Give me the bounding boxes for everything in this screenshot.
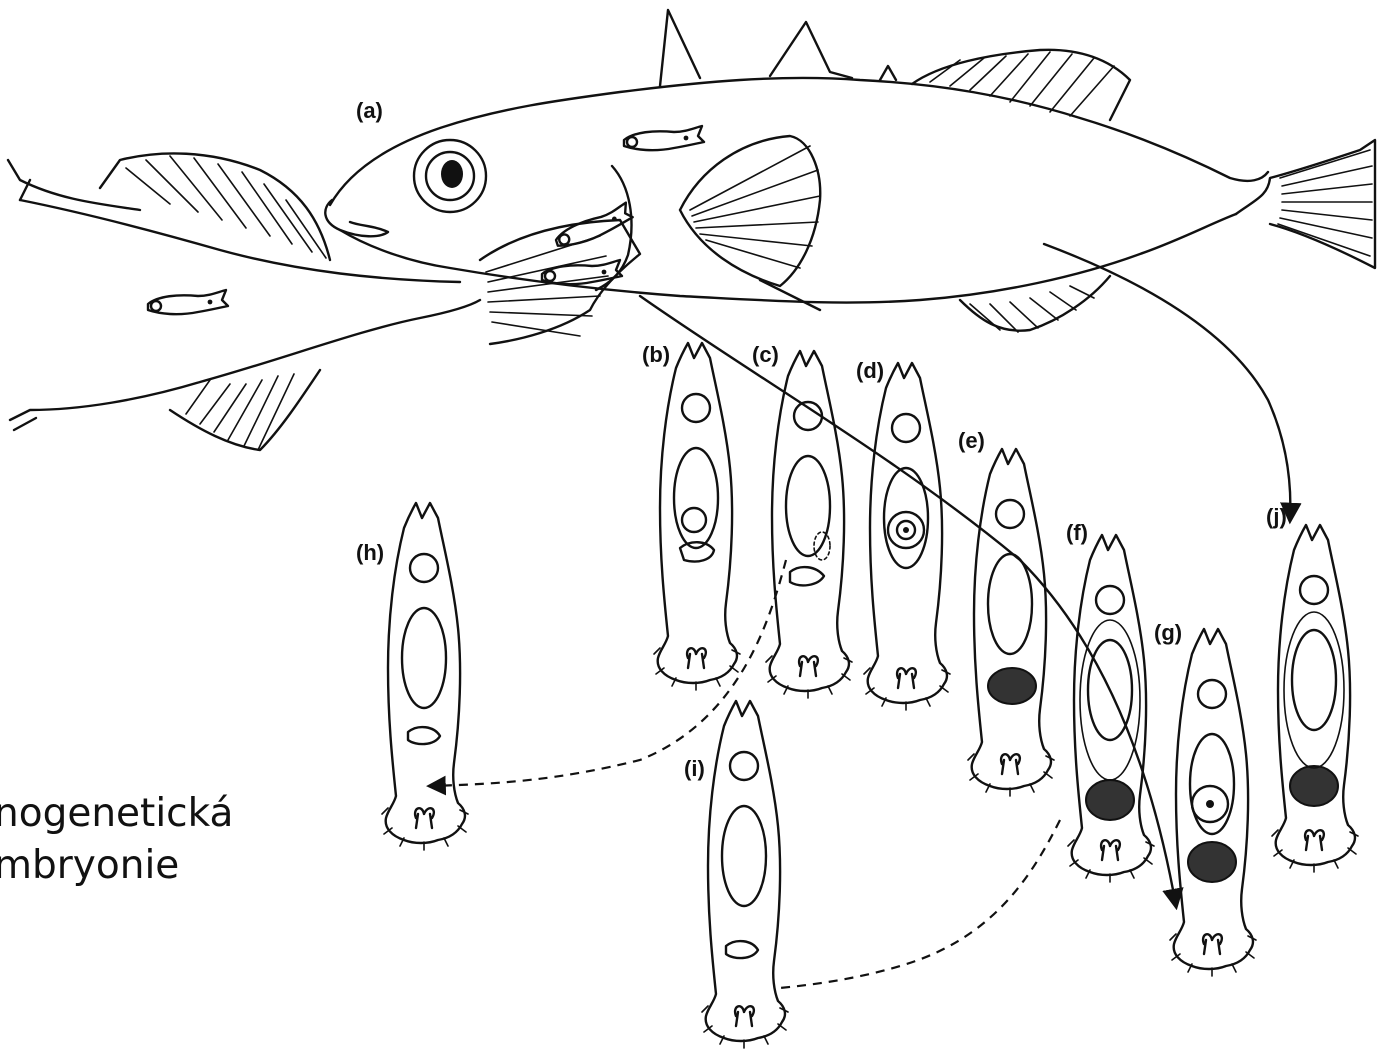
caption: nogenetická mbryonie bbox=[0, 788, 233, 892]
stage-c-worm bbox=[766, 351, 852, 698]
label-g: (g) bbox=[1154, 620, 1182, 645]
arrow-fish-to-j bbox=[1044, 244, 1290, 520]
label-i: (i) bbox=[684, 756, 705, 781]
stage-i-worm bbox=[702, 701, 788, 1048]
stage-e-worm bbox=[968, 449, 1054, 796]
parasite-on-fish-1 bbox=[624, 126, 704, 150]
caption-line-1: nogenetická bbox=[0, 791, 233, 836]
label-f: (f) bbox=[1066, 520, 1088, 545]
second-fish-tail bbox=[8, 153, 640, 450]
label-c: (c) bbox=[752, 342, 779, 367]
label-j: (j) bbox=[1266, 504, 1287, 529]
label-b: (b) bbox=[642, 342, 670, 367]
fish-illustration bbox=[325, 10, 1375, 332]
label-d: (d) bbox=[856, 358, 884, 383]
stage-d-worm bbox=[864, 363, 950, 710]
stage-j-worm bbox=[1272, 525, 1358, 872]
arrow-f-to-i bbox=[780, 820, 1060, 988]
label-a: (a) bbox=[356, 98, 383, 123]
label-h: (h) bbox=[356, 540, 384, 565]
parasite-on-fish-4 bbox=[148, 290, 228, 314]
caption-line-2: mbryonie bbox=[0, 843, 179, 888]
label-e: (e) bbox=[958, 428, 985, 453]
arrow-c-to-h bbox=[430, 560, 786, 786]
stage-h-worm bbox=[382, 503, 468, 850]
stage-g-worm bbox=[1170, 629, 1256, 976]
stage-b-worm bbox=[654, 343, 740, 690]
stage-f-worm bbox=[1068, 535, 1154, 882]
